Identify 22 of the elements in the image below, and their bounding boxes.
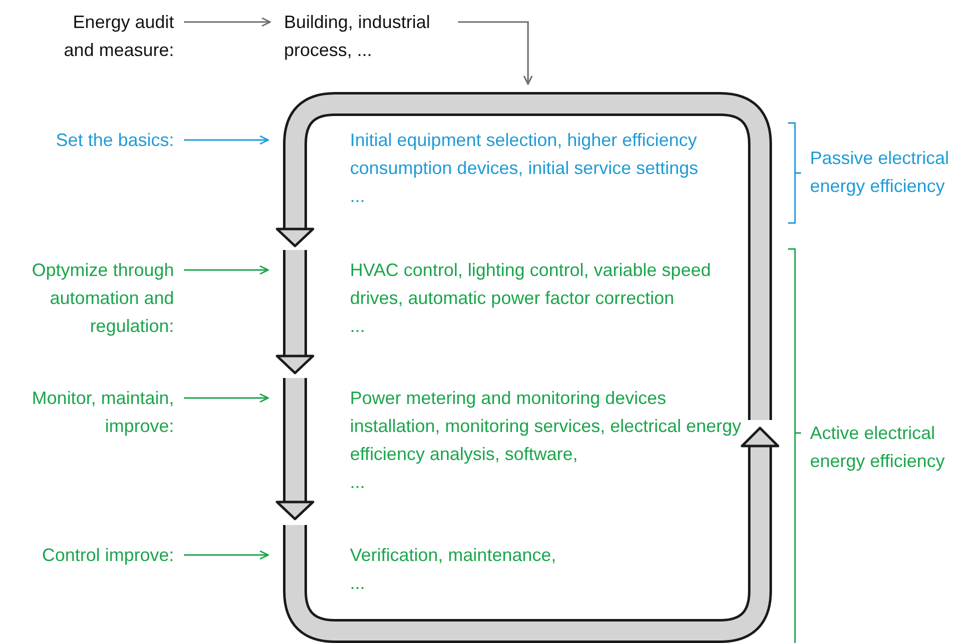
ellipsis-text: ... <box>350 471 366 494</box>
step-label: Energy audit and measure: <box>62 11 174 62</box>
arrow <box>184 265 269 275</box>
stage-description: HVAC control, lighting control, variable speed drives, automatic power factor correction <box>350 259 712 310</box>
arrow <box>184 135 269 145</box>
ellipsis-text: ... <box>350 572 366 595</box>
step-label: Set the basics: <box>54 129 174 152</box>
arrow <box>184 393 269 403</box>
ellipsis-text: ... <box>350 185 366 208</box>
ellipsis-text: ... <box>350 315 366 338</box>
category-label: Active electrical energy efficiency <box>810 422 946 473</box>
stage-description: Verification, maintenance, <box>350 544 558 567</box>
step-label: Control improve: <box>40 544 174 567</box>
step-label: Optymize through automation and regulation: <box>30 259 174 338</box>
arrow <box>184 17 271 27</box>
step-label: Building, industrial process, ... <box>284 11 432 62</box>
category-label: Passive electrical energy efficiency <box>810 147 950 198</box>
stage-description: Power metering and monitoring devices installation, monitoring services, electrical energy efficiency analysis, software, <box>350 387 742 466</box>
arrow <box>458 21 533 85</box>
step-label: Monitor, maintain, improve: <box>30 387 174 438</box>
stage-description: Initial equipment selection, higher efficiency consumption devices, initial service settings <box>350 129 700 180</box>
arrow <box>184 550 269 560</box>
